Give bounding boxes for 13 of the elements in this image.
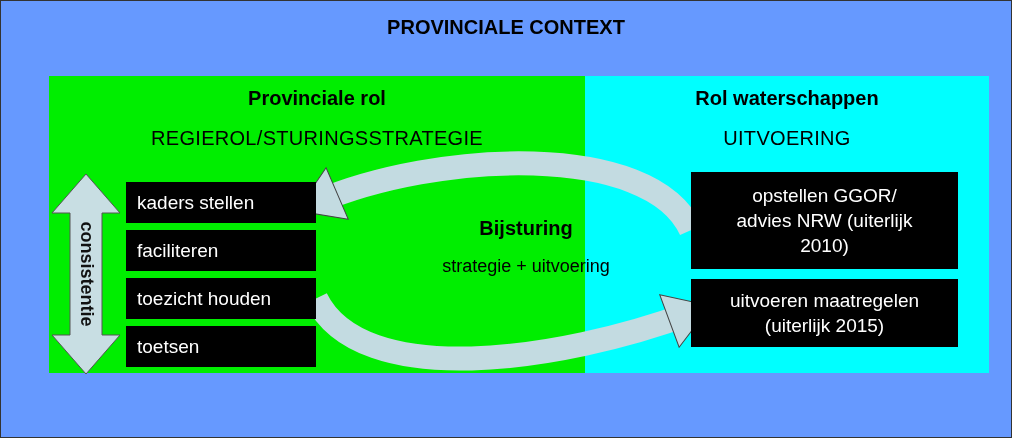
panel-subheading: UITVOERING: [723, 126, 851, 150]
result-box: opstellen GGOR/ advies NRW (uiterlijk 2010): [691, 172, 958, 269]
result-box: uitvoeren maatregelen (uiterlijk 2015): [691, 279, 958, 347]
panel-heading: Provinciale rol: [248, 86, 386, 110]
task-box: toezicht houden: [126, 278, 316, 319]
task-box: toetsen: [126, 326, 316, 367]
task-box: faciliteren: [126, 230, 316, 271]
cycle-title: Bijsturing: [479, 217, 573, 240]
panel-heading: Rol waterschappen: [695, 86, 879, 110]
panel-title: PROVINCIALE CONTEXT: [386, 16, 626, 39]
task-box: kaders stellen: [126, 182, 316, 223]
panel-subheading: REGIEROL/STURINGSSTRATEGIE: [151, 126, 483, 150]
arrow-label: consistentie: [75, 221, 97, 327]
